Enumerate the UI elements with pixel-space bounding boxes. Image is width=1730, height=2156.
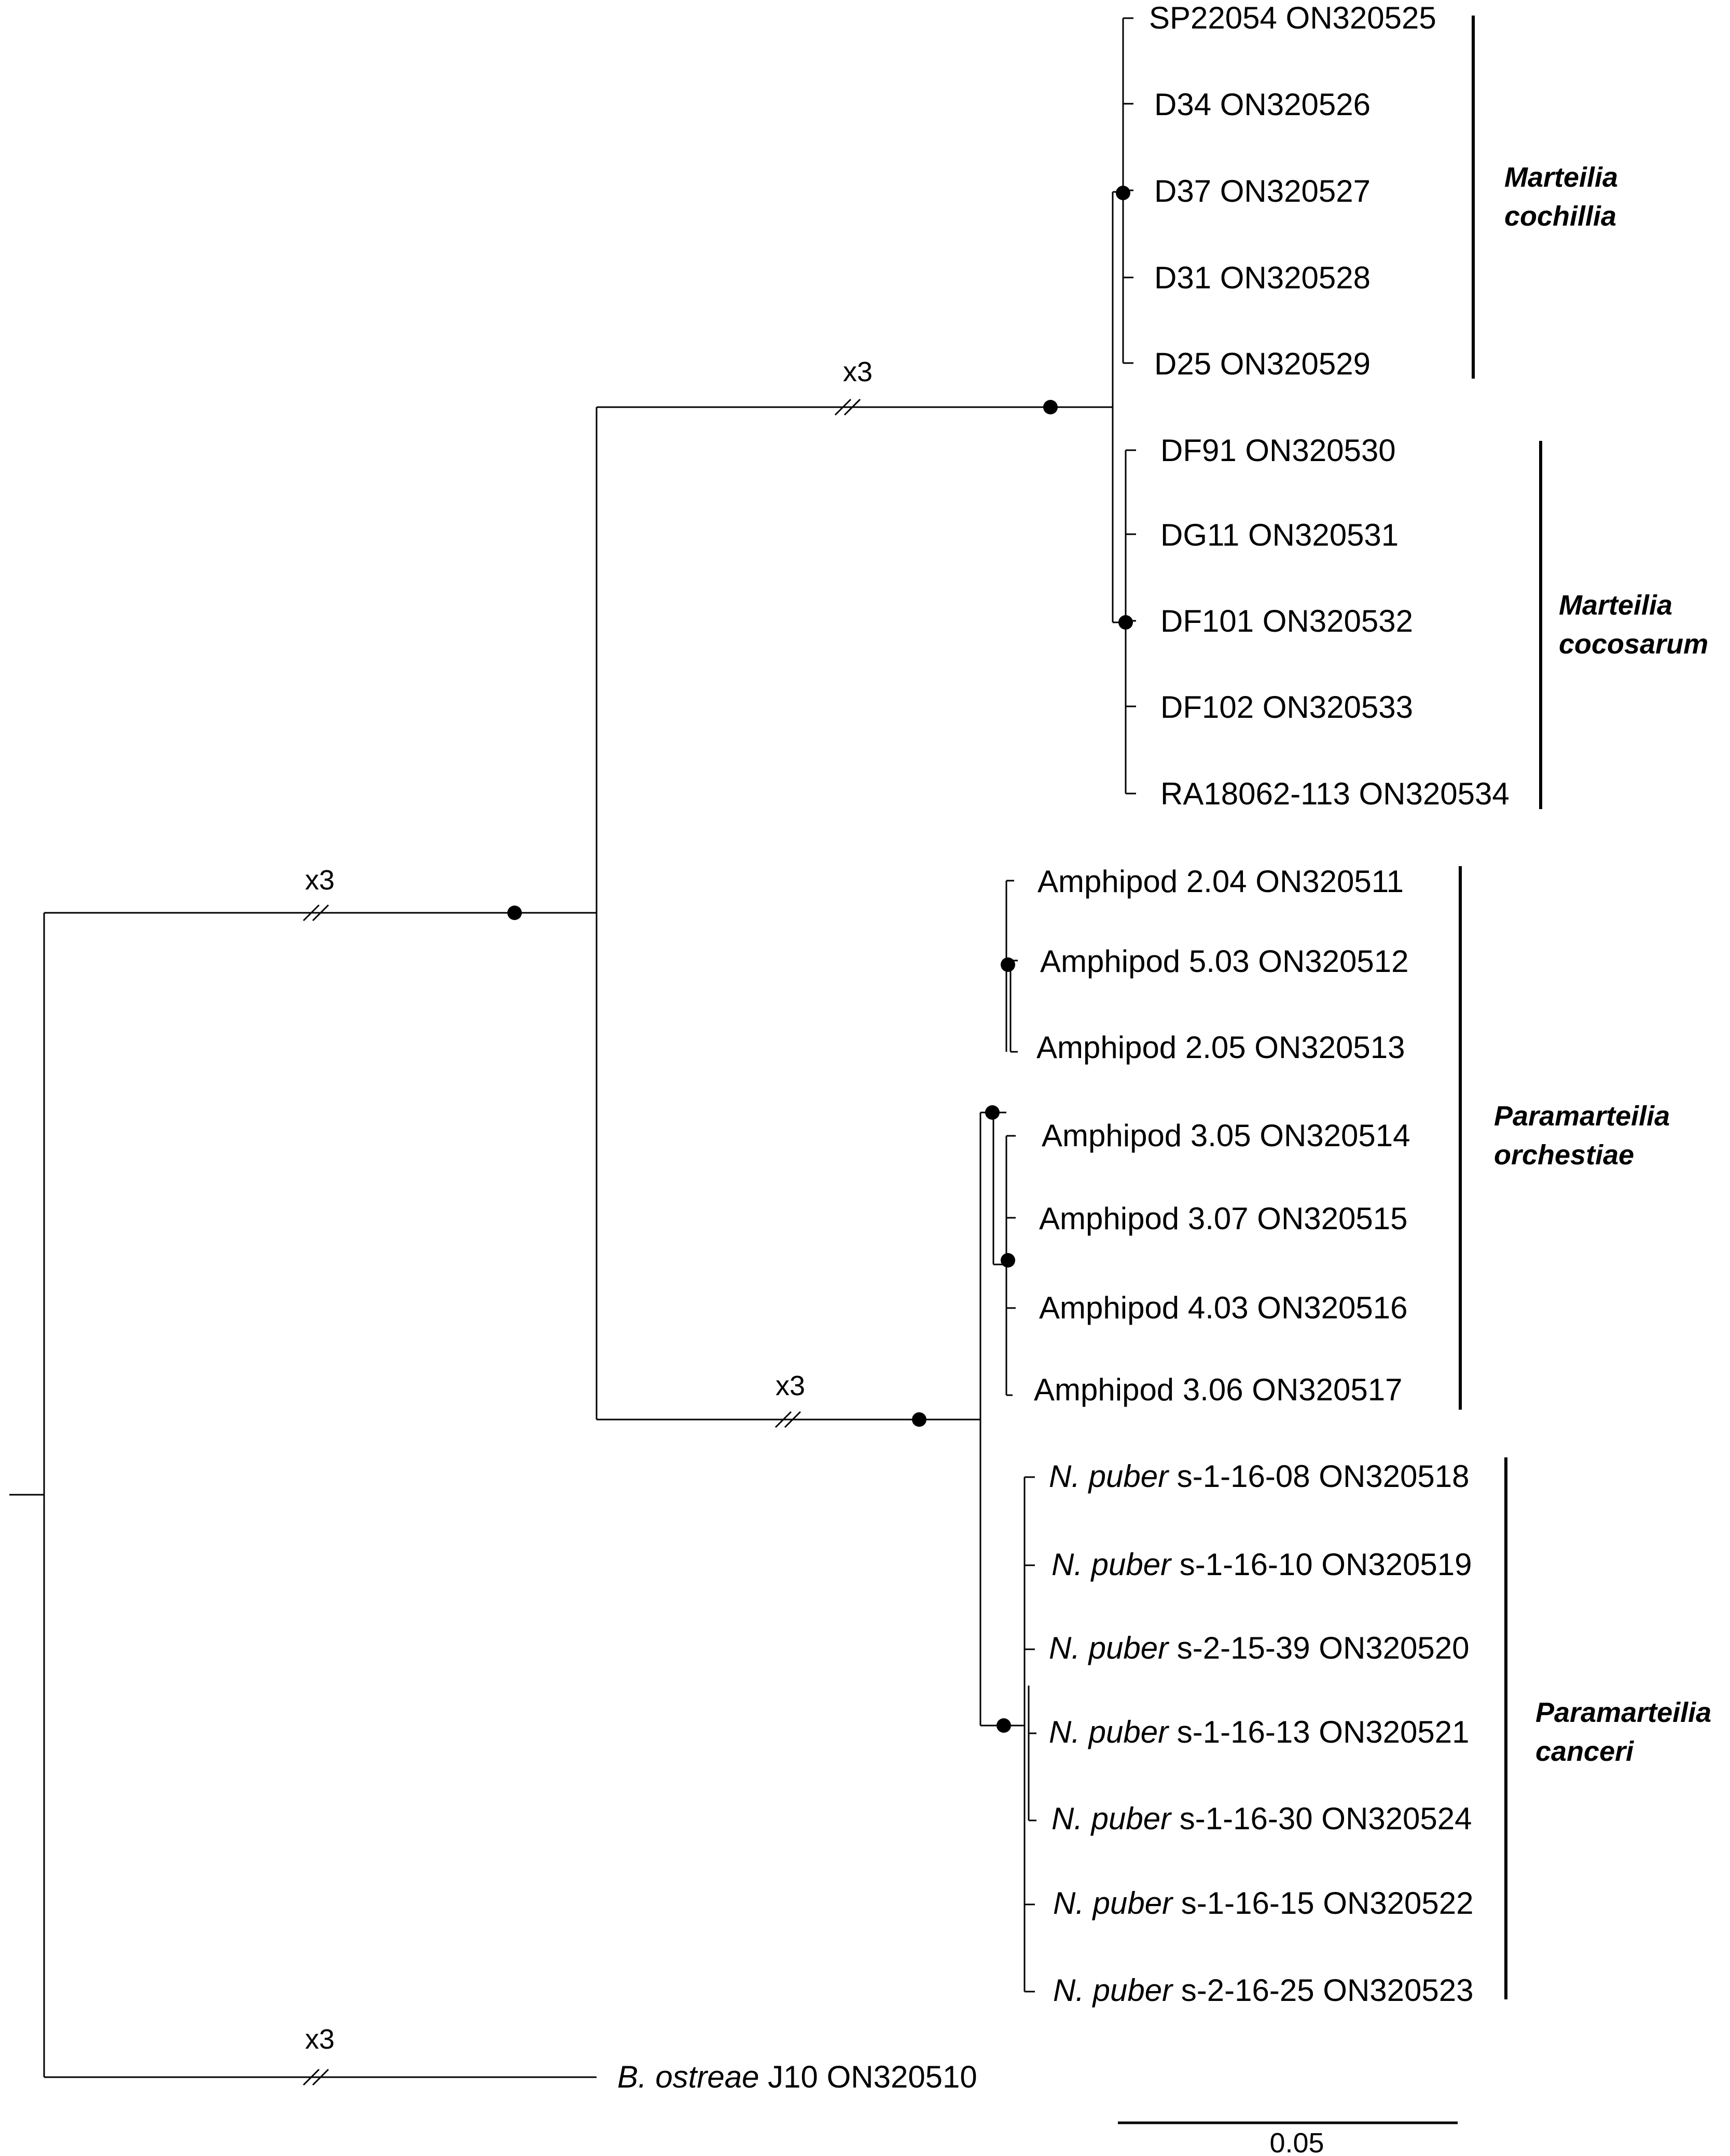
tree-branches <box>9 17 1136 2078</box>
leaf-label: DG11 ON320531 <box>1160 518 1399 552</box>
node-dot-canceri <box>997 1718 1011 1733</box>
leaf-label: Amphipod 5.03 ON320512 <box>1040 944 1409 979</box>
node-support-dots <box>507 186 1133 1733</box>
break-marker-marteilia <box>834 398 861 416</box>
node-dot-cochillia <box>1116 186 1130 200</box>
node-dot-orch-a <box>1001 957 1015 972</box>
node-dot-paramarteilia <box>912 1412 926 1427</box>
leaf-label: Amphipod 3.05 ON320514 <box>1042 1118 1410 1153</box>
leaf-label: D25 ON320529 <box>1154 346 1371 381</box>
node-dot-orch-b <box>1001 1253 1015 1268</box>
leaf-label: Amphipod 3.07 ON320515 <box>1039 1201 1408 1236</box>
leaf-label: N. puber s-1-16-13 ON320521 <box>1049 1715 1469 1749</box>
node-dot-ingroup <box>507 906 522 920</box>
leaf-label: DF91 ON320530 <box>1160 433 1396 468</box>
leaf-label: D34 ON320526 <box>1154 87 1371 122</box>
clade-label-orchestiae: Paramarteilia orchestiae <box>1494 1101 1678 1171</box>
leaf-label: DF102 ON320533 <box>1160 690 1413 725</box>
leaf-label: SP22054 ON320525 <box>1149 1 1436 35</box>
leaf-label: N. puber s-1-16-30 ON320524 <box>1051 1801 1472 1836</box>
leaf-label: N. puber s-1-16-10 ON320519 <box>1051 1547 1472 1582</box>
leaf-label: Amphipod 2.05 ON320513 <box>1036 1030 1405 1065</box>
break-label-paramarteilia: x3 <box>776 1370 805 1401</box>
leaf-label: N. puber s-2-16-25 ON320523 <box>1053 1973 1473 2008</box>
scale-bar-label: 0.05 <box>1269 2127 1324 2156</box>
break-label-marteilia: x3 <box>843 356 873 387</box>
node-dot-cocosarum <box>1118 615 1133 630</box>
clade-labels: Marteilia cochillia Marteilia cocosarum … <box>1494 162 1719 1767</box>
leaf-label: N. puber s-1-16-08 ON320518 <box>1049 1459 1469 1494</box>
break-marker-bostreae <box>302 2068 329 2086</box>
leaf-label: DF101 ON320532 <box>1160 604 1413 638</box>
leaf-label: Amphipod 2.04 ON320511 <box>1037 864 1404 899</box>
leaf-label: RA18062-113 ON320534 <box>1160 776 1510 811</box>
branch-break-markers <box>302 398 861 2086</box>
clade-label-cochillia: Marteilia cochillia <box>1504 162 1626 232</box>
clade-bars <box>1459 16 1542 1999</box>
leaf-tips <box>1006 17 1136 1993</box>
break-label-bostreae: x3 <box>305 2024 335 2055</box>
leaf-label: N. puber s-1-16-15 ON320522 <box>1053 1886 1473 1921</box>
clade-label-cocosarum: Marteilia cocosarum <box>1559 590 1708 660</box>
node-dot-marteilia <box>1043 400 1058 414</box>
leaf-label: D37 ON320527 <box>1154 174 1371 208</box>
leaf-label: Amphipod 4.03 ON320516 <box>1039 1290 1408 1325</box>
clade-label-canceri: Paramarteilia canceri <box>1535 1697 1719 1767</box>
leaf-label-outgroup: B. ostreae J10 ON320510 <box>617 2060 977 2094</box>
scale-bar: 0.05 <box>1118 2121 1458 2156</box>
break-label-ingroup: x3 <box>305 865 335 896</box>
leaf-label: N. puber s-2-15-39 ON320520 <box>1049 1631 1469 1665</box>
leaf-label: D31 ON320528 <box>1154 260 1371 295</box>
break-marker-paramarteilia <box>774 1411 801 1428</box>
leaf-labels: SP22054 ON320525 D34 ON320526 D37 ON3205… <box>617 1 1510 2094</box>
node-dot-orchestiae <box>985 1105 1000 1120</box>
break-marker-ingroup <box>302 904 329 922</box>
leaf-label: Amphipod 3.06 ON320517 <box>1034 1372 1403 1407</box>
